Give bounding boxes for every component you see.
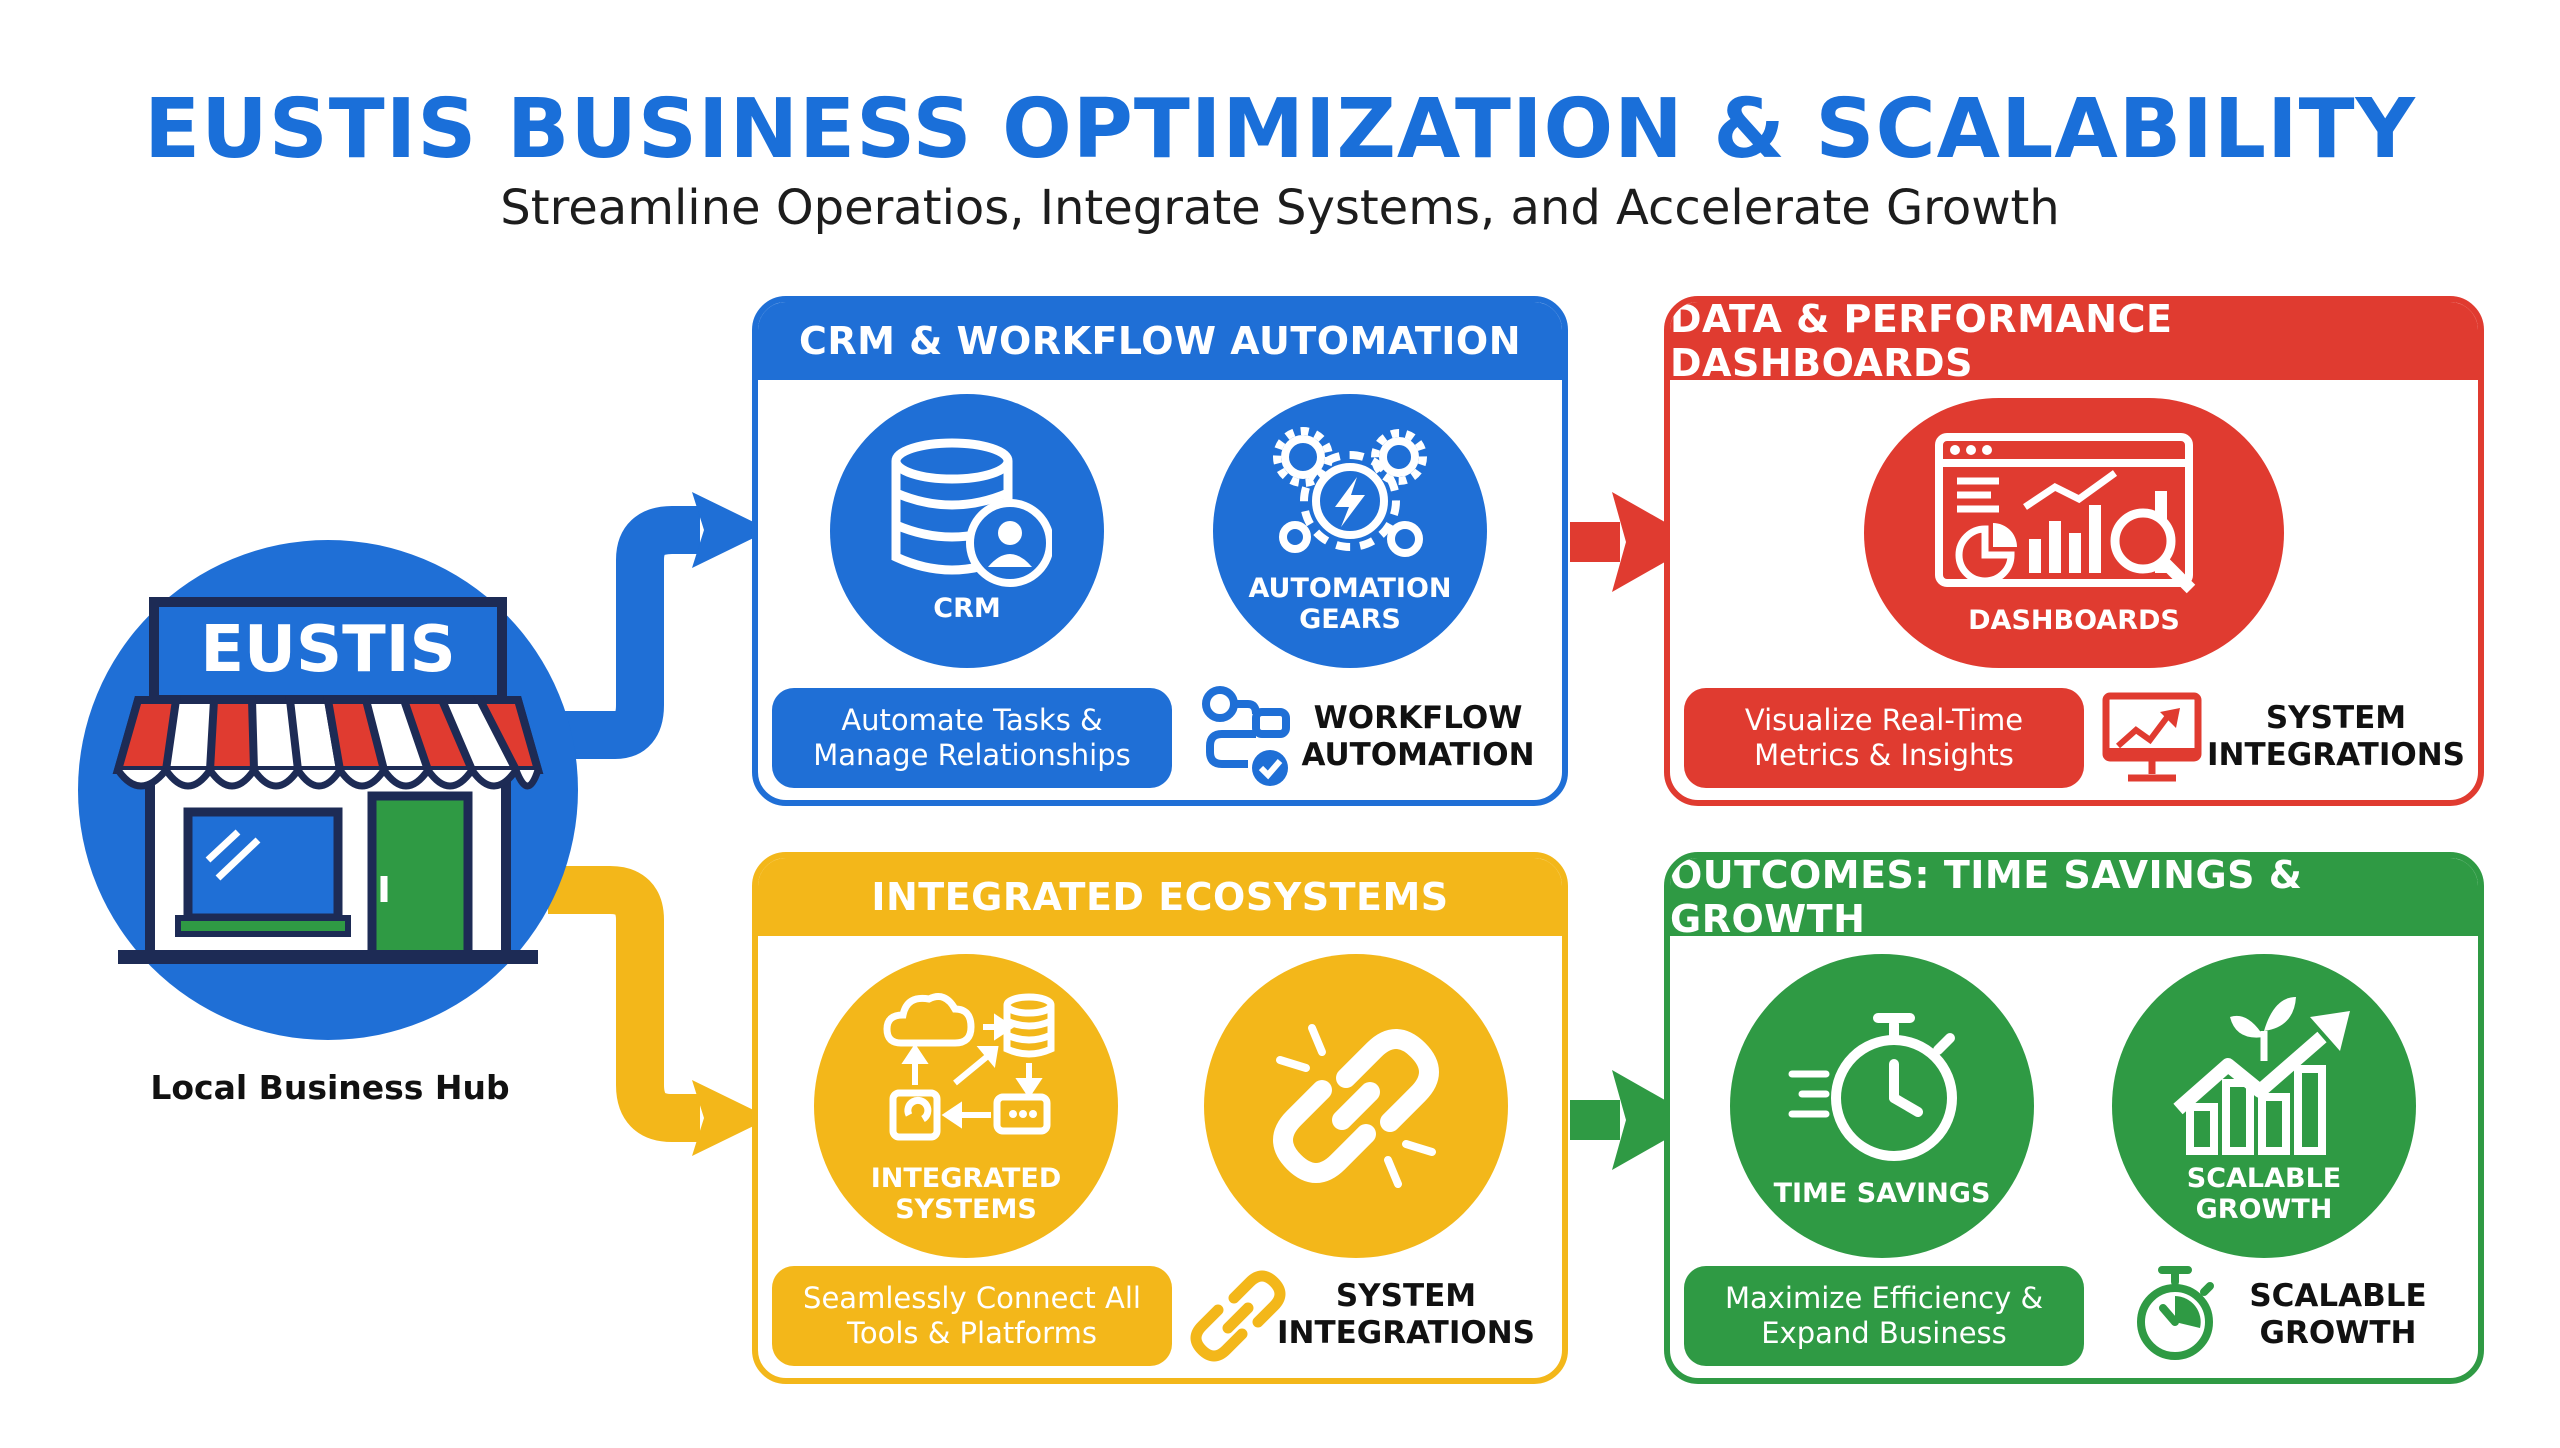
time-savings-circle: TIME SAVINGS [1730, 954, 2034, 1258]
page-subtitle: Streamline Operatios, Integrate Systems,… [500, 180, 2060, 236]
workflow-icon [1202, 686, 1290, 786]
time-circle-label: TIME SAVINGS [1773, 1178, 1991, 1210]
page-title: EUSTIS BUSINESS OPTIMIZATION & SCALABILI… [144, 82, 2416, 177]
arrow-int-to-out-head [1612, 1070, 1700, 1170]
arrow-head-crm [692, 492, 770, 568]
integrated-pill: Seamlessly Connect All Tools & Platforms [772, 1266, 1172, 1366]
arrow-int-to-out-shaft [1570, 1100, 1620, 1140]
crm-circle-label: CRM [933, 593, 1001, 625]
arrow-crm-to-data-head [1612, 492, 1700, 592]
dashboards-circle: DASHBOARDS [1864, 398, 2284, 668]
panel-header-outcomes: OUTCOMES: TIME SAVINGS & GROWTH [1670, 858, 2478, 941]
outcomes-side-label: SCALABLE GROWTH [2249, 1278, 2427, 1352]
broken-link-icon [1273, 1024, 1439, 1188]
arrow-head-integrated [692, 1080, 770, 1156]
crm-pill: Automate Tasks & Manage Relationships [772, 688, 1172, 788]
dashboard-chart-icon [1935, 433, 2196, 594]
scalable-growth-circle: SCALABLE GROWTH [2112, 954, 2416, 1258]
chain-link-icon [1190, 1270, 1286, 1362]
crm-side-label: WORKFLOW AUTOMATION [1301, 700, 1535, 774]
storefront-icon [112, 597, 544, 964]
growth-chart-plant-icon [2173, 996, 2350, 1155]
integrated-systems-circle: INTEGRATED SYSTEMS [814, 954, 1118, 1258]
cloud-database-icon [883, 993, 1055, 1141]
integrated-circle-label: INTEGRATED SYSTEMS [870, 1162, 1062, 1225]
arrow-hub-to-crm [560, 506, 700, 759]
stopwatch-small-icon [2137, 1266, 2214, 1360]
hub-label: Local Business Hub [150, 1068, 510, 1107]
link-circle [1204, 954, 1508, 1258]
dashboards-circle-label: DASHBOARDS [1968, 605, 2180, 637]
panel-outcomes: OUTCOMES: TIME SAVINGS & GROWTH TIME SAV… [1664, 852, 2484, 1384]
gears-lightning-icon [1273, 426, 1427, 557]
panel-header-integrated: INTEGRATED ECOSYSTEMS [758, 858, 1562, 936]
stopwatch-icon [1788, 1013, 1957, 1162]
panel-integrated-ecosystems: INTEGRATED ECOSYSTEMS [752, 852, 1568, 1384]
panel-header-crm: CRM & WORKFLOW AUTOMATION [758, 302, 1562, 380]
data-side-label: SYSTEM INTEGRATIONS [2206, 700, 2465, 774]
panel-crm-workflow: CRM & WORKFLOW AUTOMATION CRM [752, 296, 1568, 806]
crm-circle: CRM [830, 394, 1104, 668]
data-pill: Visualize Real-Time Metrics & Insights [1684, 688, 2084, 788]
growth-circle-label: SCALABLE GROWTH [2186, 1162, 2342, 1225]
database-user-icon [891, 438, 1052, 588]
panel-data-dashboards: DATA & PERFORMANCE DASHBOARDS [1664, 296, 2484, 806]
arrow-crm-to-data-shaft [1570, 522, 1620, 562]
automation-gears-circle: AUTOMATION GEARS [1213, 394, 1487, 668]
gears-circle-label: AUTOMATION GEARS [1248, 572, 1452, 635]
integrated-side-label: SYSTEM INTEGRATIONS [1276, 1278, 1535, 1352]
arrow-hub-to-integrated [548, 866, 700, 1142]
store-sign-text: EUSTIS [200, 613, 456, 687]
monitor-chart-icon [2102, 692, 2202, 782]
outcomes-pill: Maximize Efficiency & Expand Business [1684, 1266, 2084, 1366]
panel-header-data: DATA & PERFORMANCE DASHBOARDS [1670, 302, 2478, 385]
